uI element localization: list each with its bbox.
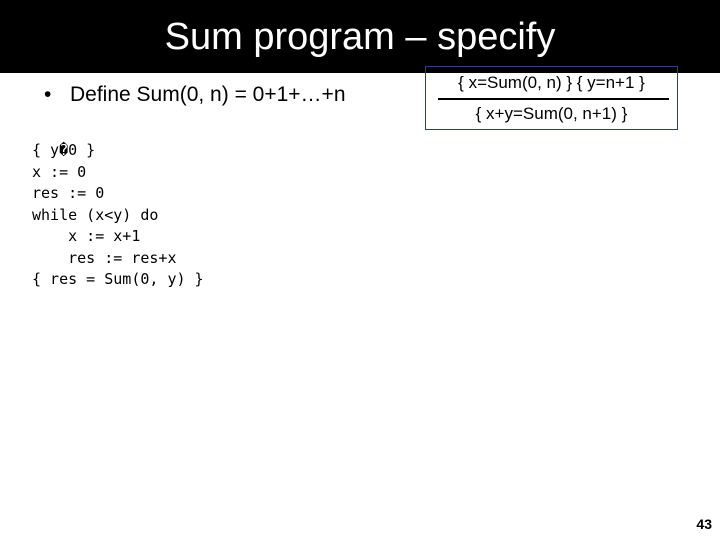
title-bar: Sum program – specify — [0, 0, 720, 73]
code-line: while (x<y) do — [32, 205, 159, 224]
code-line: res := res+x — [32, 248, 177, 267]
rule-premise: { x=Sum(0, n) } { y=n+1 } — [426, 71, 677, 95]
rule-conclusion-text: { x+y=Sum(0, n+1) } — [475, 104, 628, 123]
rule-premise-text: { x=Sum(0, n) } { y=n+1 } — [458, 73, 645, 92]
bullet-icon: • — [44, 83, 52, 106]
bullet-item: • Define Sum(0, n) = 0+1+…+n — [44, 80, 346, 110]
code-line: { res = Sum(0, y) } — [32, 270, 204, 288]
page-number: 43 — [696, 516, 712, 532]
code-line: x := 0 — [32, 162, 87, 181]
code-line: x := x+1 — [32, 227, 141, 245]
rule-conclusion: { x+y=Sum(0, n+1) } — [426, 102, 677, 126]
code-block: { y�0 } x := 0 res := 0 while (x<y) do x… — [32, 140, 204, 291]
inference-rule-box: { x=Sum(0, n) } { y=n+1 } { x+y=Sum(0, n… — [425, 66, 678, 130]
code-line: res := 0 — [32, 184, 105, 202]
slide-title: Sum program – specify — [164, 16, 556, 58]
bullet-text: Define Sum(0, n) = 0+1+…+n — [70, 83, 346, 106]
code-line: { y�0 } — [32, 141, 96, 159]
rule-divider — [438, 98, 669, 100]
